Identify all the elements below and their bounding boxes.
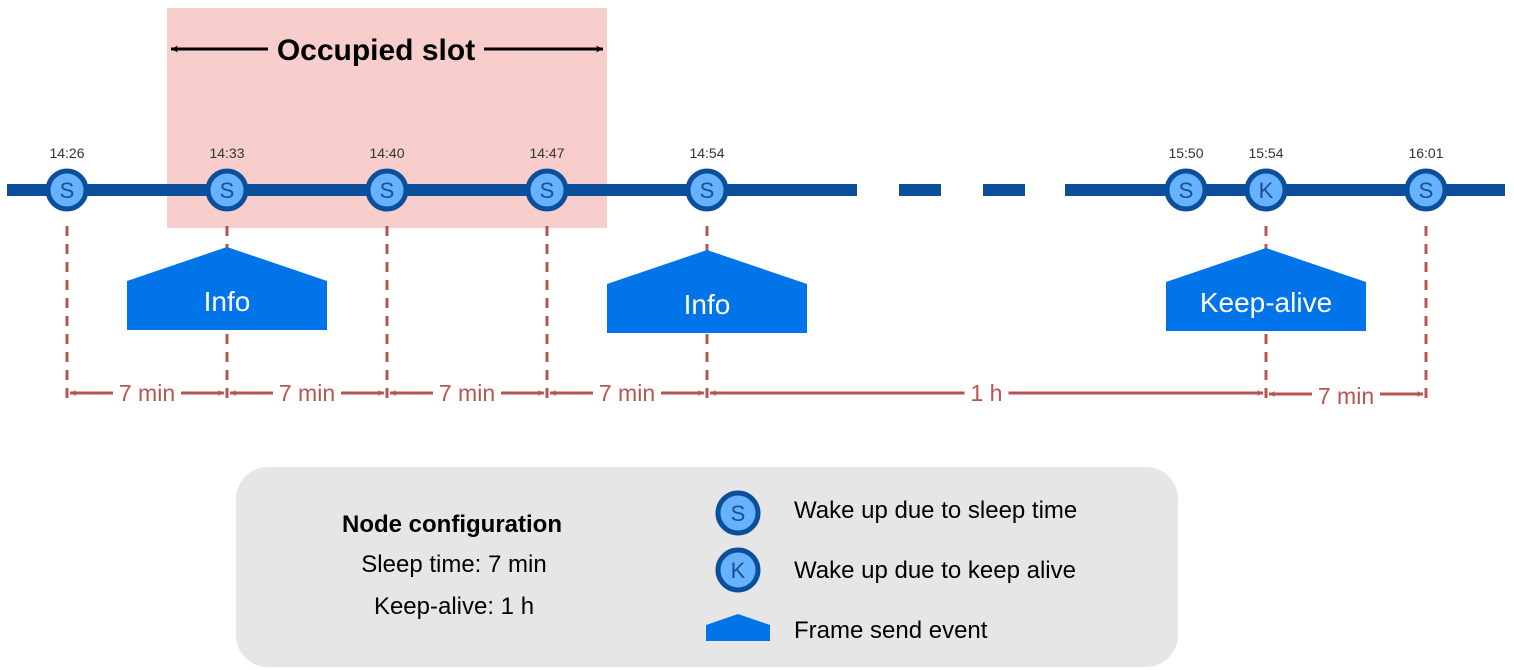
frame-label: Info <box>204 286 251 317</box>
interval-label-bg <box>1312 381 1380 407</box>
node-config-sleep-time: Sleep time: 7 min <box>361 551 546 578</box>
wakeup-letter: S <box>380 178 395 203</box>
interval-label-bg <box>593 380 661 406</box>
sleep-wakeup-icon-circle <box>715 490 761 536</box>
occupied-slot-title-bg <box>268 30 484 70</box>
frame-shape <box>127 247 327 330</box>
frame-send-events: Info Info Keep-alive <box>127 247 1366 333</box>
keepalive-wakeup-icon: K <box>715 547 761 593</box>
sleep-wakeup-circle <box>1404 168 1448 212</box>
interval-label: 7 min <box>439 380 495 406</box>
interval-arrow: 7 min <box>70 380 224 406</box>
legend-keepalive-text: Wake up due to keep alive <box>794 557 1076 584</box>
wakeup-node: 16:01S <box>1404 145 1448 212</box>
interval-label: 7 min <box>599 380 655 406</box>
wakeup-time-label: 14:40 <box>369 145 404 161</box>
sleep-wakeup-circle <box>205 168 249 212</box>
wakeup-time-label: 14:33 <box>209 145 244 161</box>
sleep-wakeup-circle <box>525 168 569 212</box>
interval-arrow: 7 min <box>1269 381 1423 409</box>
frame-label: Keep-alive <box>1200 287 1332 318</box>
interval-arrow: 7 min <box>550 380 704 406</box>
wakeup-time-label: 15:54 <box>1248 145 1283 161</box>
interval-arrows: 7 min 7 min 7 min 7 min 1 h 7 min <box>70 380 1423 409</box>
wakeup-letter: S <box>700 178 715 203</box>
wakeup-time-label: 14:47 <box>529 145 564 161</box>
interval-label: 7 min <box>279 380 335 406</box>
legend: Node configuration Sleep time: 7 min Kee… <box>236 467 1178 667</box>
node-config-title: Node configuration <box>342 511 562 538</box>
keepalive-wakeup-circle <box>1244 168 1288 212</box>
wakeup-node: 15:50S <box>1164 145 1208 212</box>
wakeup-node: 14:47S <box>525 145 569 212</box>
frame-send-icon <box>706 614 770 641</box>
wakeup-time-label: 16:01 <box>1408 145 1443 161</box>
frame-shape <box>607 250 807 333</box>
frame-send-event: Info <box>127 247 327 330</box>
interval-arrow: 7 min <box>230 380 384 406</box>
interval-arrow: 1 h <box>710 380 1263 406</box>
sleep-wakeup-circle <box>45 168 89 212</box>
wakeup-node: 14:26S <box>45 145 89 212</box>
legend-frame-text: Frame send event <box>794 617 988 644</box>
wakeup-node: 14:40S <box>365 145 409 212</box>
occupied-slot-title: Occupied slot <box>277 34 475 67</box>
frame-send-event: Keep-alive <box>1166 248 1366 331</box>
interval-label-bg <box>433 380 501 406</box>
interval-label: 1 h <box>971 380 1003 406</box>
wakeup-time-label: 14:54 <box>689 145 724 161</box>
sleep-wakeup-icon-letter: S <box>731 501 746 526</box>
wakeup-time-label: 15:50 <box>1168 145 1203 161</box>
wakeup-letter: S <box>1419 178 1434 203</box>
keepalive-wakeup-icon-circle <box>715 547 761 593</box>
sleep-wakeup-circle <box>1164 168 1208 212</box>
sleep-wakeup-circle <box>685 168 729 212</box>
legend-sleep-text: Wake up due to sleep time <box>794 497 1077 524</box>
interval-label-bg <box>964 380 1009 406</box>
guide-lines <box>65 226 1428 405</box>
wakeup-letter: S <box>220 178 235 203</box>
wakeup-letter: S <box>1179 178 1194 203</box>
interval-label: 7 min <box>1318 383 1374 409</box>
frame-send-event: Info <box>607 250 807 333</box>
wakeup-nodes: 14:26S14:33S14:40S14:47S14:54S15:50S15:5… <box>45 145 1448 212</box>
wakeup-node: 15:54K <box>1244 145 1288 212</box>
interval-arrow: 7 min <box>390 380 544 406</box>
interval-label: 7 min <box>119 380 175 406</box>
interval-label-bg <box>113 380 181 406</box>
legend-box <box>236 467 1178 667</box>
wakeup-node: 14:54S <box>685 145 729 212</box>
wakeup-time-label: 14:26 <box>49 145 84 161</box>
wakeup-node: 14:33S <box>205 145 249 212</box>
wakeup-letter: K <box>1259 178 1274 203</box>
sleep-wakeup-circle <box>365 168 409 212</box>
wakeup-letter: S <box>540 178 555 203</box>
wakeup-letter: S <box>60 178 75 203</box>
frame-label: Info <box>684 289 731 320</box>
node-config-keep-alive: Keep-alive: 1 h <box>374 593 534 620</box>
sleep-wakeup-icon: S <box>715 490 761 536</box>
interval-label-bg <box>273 380 341 406</box>
frame-shape <box>1166 248 1366 331</box>
keepalive-wakeup-icon-letter: K <box>731 558 746 583</box>
